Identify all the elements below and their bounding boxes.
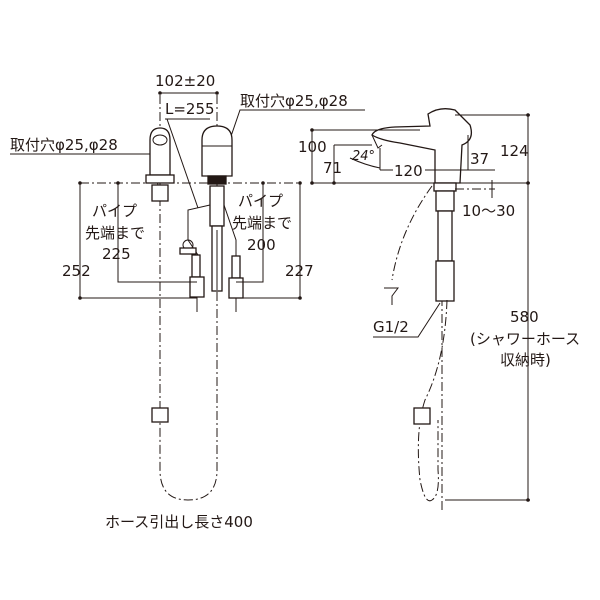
spout-shape (145, 127, 175, 202)
spacing-label: 102±20 (155, 72, 215, 90)
hose-length-leader (166, 118, 199, 209)
dim-100: 100 (298, 138, 327, 156)
mount-hole-left-leader (10, 153, 159, 186)
dim-252: 252 (62, 262, 91, 280)
note-line1: (シャワーホース (470, 330, 580, 348)
supply-pipe-right (223, 204, 237, 256)
hose-pullout-label: ホース引出し長さ400 (105, 513, 253, 531)
pipe-left-dimension (117, 183, 197, 283)
dim-71: 71 (323, 159, 342, 177)
dim-580: 580 (510, 308, 539, 326)
pipe-right-value: 200 (247, 236, 276, 254)
pipe-left-line1: パイプ (92, 202, 137, 220)
dim-37: 37 (470, 150, 489, 168)
side-view: 100 71 24° 120 37 124 10～30 G1/2 580 (シャ… (298, 108, 580, 510)
mount-hole-right-label: 取付穴φ25,φ28 (240, 92, 348, 110)
mount-hole-left-label: 取付穴φ25,φ28 (10, 136, 118, 154)
note-line2: 収納時) (500, 351, 551, 369)
counter-thickness: 10～30 (462, 202, 515, 220)
pipe-right-line1: パイプ (238, 192, 283, 210)
hose-length-label: L=255 (165, 100, 215, 118)
side-supply-pipe (391, 185, 433, 281)
dim-120: 120 (394, 162, 423, 180)
side-hose-loop (417, 299, 448, 502)
mount-hole-right-leader (227, 109, 365, 146)
thread-label: G1/2 (373, 318, 409, 336)
dim-227: 227 (285, 262, 314, 280)
side-faucet-shape (371, 108, 473, 302)
pipe-right-line2: 先端まで (232, 214, 292, 232)
front-view: 102±20 L=255 取付穴φ25,φ28 取付穴φ25,φ28 (10, 72, 365, 531)
pipe-right-dimension (236, 183, 264, 283)
pipe-left-value: 225 (102, 245, 131, 263)
pipe-left-line2: 先端まで (85, 224, 145, 242)
dim-124: 124 (500, 142, 529, 160)
angle-label: 24° (352, 149, 375, 164)
thread-leader (373, 302, 441, 338)
angle-arc (349, 157, 381, 169)
handle-unit-shape (201, 125, 233, 292)
hose-loop (159, 292, 218, 501)
